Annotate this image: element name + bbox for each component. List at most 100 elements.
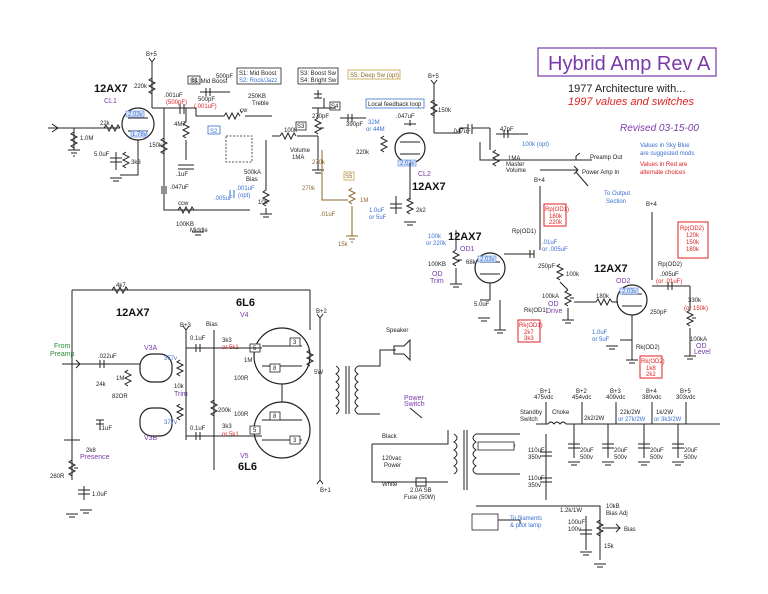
r-32m-label: 32M <box>368 120 380 126</box>
od-trim-pot[interactable] <box>451 249 462 267</box>
power-sw-2: Switch <box>404 401 425 408</box>
v5-type: 6L6 <box>238 461 257 473</box>
preamp-out-label[interactable]: Preamp Out <box>590 155 623 161</box>
resistor-3k3 <box>121 151 131 169</box>
switch-box-s1s2 <box>236 67 282 85</box>
r-260r-label: 260R <box>50 474 65 480</box>
v5-pin8: 8 <box>273 414 277 420</box>
cl2-voltage: 2.03v <box>400 161 415 167</box>
resistor-10k <box>261 189 271 207</box>
c-110uf-b-label: 110uF <box>528 476 545 482</box>
power-label: Power <box>384 463 401 469</box>
middle-pot[interactable] <box>177 205 195 215</box>
rail-b2-out: B+2 <box>316 309 328 315</box>
c-20uf-d-label: 20uF <box>684 448 698 454</box>
resistor-220k <box>147 77 157 95</box>
r-100k-od1-label: 100k <box>566 272 580 278</box>
c-1uf-label: .1uF <box>176 172 188 178</box>
treble-pot[interactable] <box>223 109 243 121</box>
rp-od1-v1: 180k <box>549 214 563 220</box>
v3a-name: V3A <box>144 345 158 352</box>
rp-od2-v2: 150k <box>686 240 700 246</box>
power-amp-in-label[interactable]: Power Amp In <box>582 170 619 176</box>
trim-label: Trim <box>430 278 444 285</box>
resistor-180k <box>595 297 613 307</box>
rk-od1-label: Rk(OD1) <box>524 308 548 314</box>
c-500v-b-label: 500v <box>614 455 627 461</box>
note-red-2: alternate choices <box>640 170 685 176</box>
heaters-2: & pilot lamp <box>510 523 542 529</box>
bias-adj-pot[interactable] <box>595 519 606 537</box>
presence-pot[interactable] <box>67 459 78 477</box>
from-preamp-arrow[interactable] <box>62 359 81 369</box>
v3a-voltage: 377v <box>164 356 177 362</box>
resistor-150k <box>159 137 169 155</box>
rp-od1-v2: 220k <box>549 220 563 226</box>
r-330k-label: 330k <box>688 298 702 304</box>
c-20uf-b-label: 20uF <box>614 448 628 454</box>
svg-text:S1: S1 <box>191 78 199 84</box>
tube-v5 <box>253 401 311 459</box>
rp-od2-box <box>677 221 709 259</box>
note-blue-2: are suggested mods <box>640 151 694 157</box>
svg-text:S3: S3 <box>297 124 305 130</box>
c-500v-label: 500v <box>580 455 593 461</box>
b-plus-v1: 475vdc <box>534 395 553 401</box>
bias-adj-2: Bias Adj <box>606 511 628 517</box>
r-or150-label: (or 150k) <box>684 306 708 312</box>
master-volume-pot[interactable] <box>491 149 502 167</box>
resistor-150k-cl2 <box>429 99 439 117</box>
switch-s3[interactable] <box>295 121 307 131</box>
switch-s5[interactable] <box>343 171 355 181</box>
c-or01-label: (or .01uF) <box>656 279 682 285</box>
r-2k2-2w-label: 2k2/2W <box>584 416 605 422</box>
fuse-label: 2.0A SB <box>410 488 432 494</box>
od-drive-pot[interactable] <box>563 289 574 307</box>
s1-label: S1: Mid Boost <box>239 71 277 77</box>
switch-s1[interactable] <box>187 75 201 85</box>
resistor-2k2 <box>405 197 415 215</box>
switch-s4[interactable] <box>329 101 341 111</box>
input-jack[interactable] <box>48 123 59 133</box>
od-level-pot[interactable] <box>685 309 696 327</box>
od2-voltage: 2.03v <box>622 289 637 295</box>
r-15k-b-label: 15k <box>604 544 615 550</box>
white-label: White <box>382 482 398 488</box>
switch-s2[interactable] <box>207 125 221 135</box>
c-350v-b-label: 350v <box>528 483 541 489</box>
cw-label: cw <box>240 108 248 114</box>
resistor-4k7 <box>111 285 129 295</box>
od-drive-label: OD <box>548 301 559 308</box>
revised-date: Revised 03-15-00 <box>620 123 699 134</box>
drive-label: Drive <box>546 308 562 315</box>
rail-b1-out: B+1 <box>320 488 332 494</box>
rail-b3: B+3 <box>610 389 622 395</box>
r-4m7-label: 4M7 <box>174 122 186 128</box>
c-250pf-label: 250pF <box>538 264 555 270</box>
r-100k-vol-label: 100k <box>284 128 298 134</box>
output-transformer <box>354 365 359 415</box>
c-047c-label: .047uF <box>452 129 471 135</box>
c-or5-b-label: or 5uF <box>592 337 610 343</box>
volume-pot[interactable] <box>313 117 324 135</box>
power-switch[interactable] <box>409 407 423 419</box>
r-1k-2w-label: 1k/2W <box>656 410 673 416</box>
cap-500pf <box>200 88 230 96</box>
v4-pin3: 3 <box>293 340 297 346</box>
treble-label: Treble <box>252 101 269 107</box>
r-150k-b-label: 150k <box>438 108 452 114</box>
r-220k-b-label: 220k <box>356 150 370 156</box>
r-100ka-label: 100kA <box>542 294 559 300</box>
rail-b5: B+5 <box>680 389 692 395</box>
rp-od2-v1: 120k <box>686 233 700 239</box>
cl1-type: 12AX7 <box>94 83 128 95</box>
r-180k-label: 180k <box>596 294 610 300</box>
resistor-100k-vol <box>279 131 297 141</box>
switch-box-s5 <box>347 69 401 80</box>
od2-type: 12AX7 <box>594 263 628 275</box>
r-4k7-label: 4k7 <box>116 283 126 289</box>
c-047b-label: .047uF <box>396 114 415 120</box>
b-plus-v4: 380vdc <box>642 395 661 401</box>
c-5uf-b-label: 5.0uF <box>474 302 490 308</box>
r-22k-label: 22k <box>100 121 111 127</box>
